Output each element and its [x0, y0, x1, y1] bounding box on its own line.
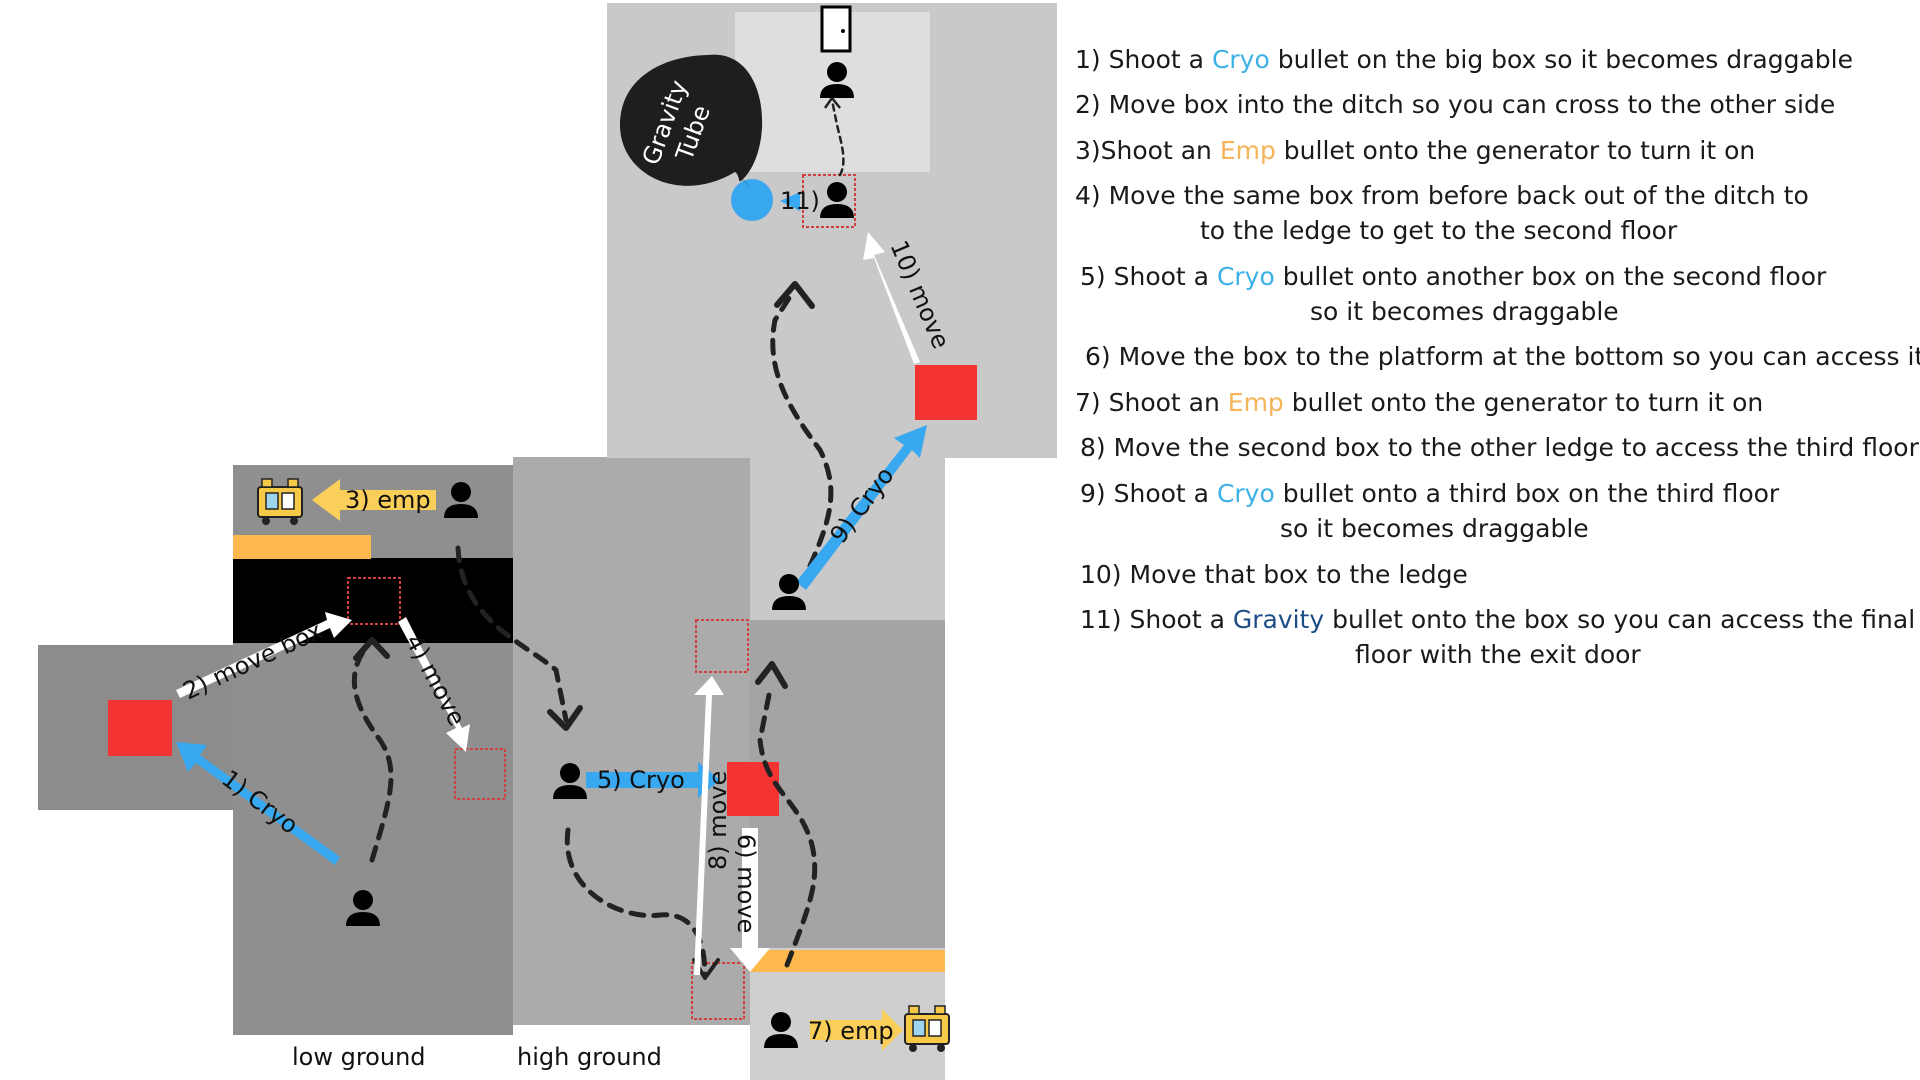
arrow-cryo-5: [586, 762, 720, 798]
placement-marker-second-box: [695, 619, 749, 673]
instruction-step: 1) Shoot a Cryo bullet on the big box so…: [1075, 42, 1853, 77]
arrow-label-8: 8) move: [704, 771, 732, 870]
instruction-step: 8) Move the second box to the other ledg…: [1080, 430, 1919, 465]
instruction-step: 3)Shoot an Emp bullet onto the generator…: [1075, 133, 1755, 168]
instruction-line: 10) Move that box to the ledge: [1080, 560, 1468, 589]
instruction-line: 11) Shoot a Gravity bullet onto the box …: [1080, 605, 1916, 634]
box-one: [108, 700, 172, 756]
ledge-first-floor: [233, 535, 371, 559]
instruction-step: 6) Move the box to the platform at the b…: [1085, 339, 1920, 374]
keyword-emp: Emp: [1219, 136, 1276, 165]
path-arrowhead-2: [547, 705, 583, 731]
instruction-step: 4) Move the same box from before back ou…: [1075, 178, 1809, 248]
arrow-emp-7: [810, 1009, 903, 1051]
placement-marker-top: [802, 174, 856, 228]
arrow-label-3: 3) emp: [345, 486, 431, 514]
keyword-cryo: Cryo: [1216, 479, 1275, 508]
floor-second-floor: [750, 618, 945, 948]
instruction-step: 11) Shoot a Gravity bullet onto the box …: [1080, 602, 1915, 672]
arrow-move-8: [694, 676, 724, 975]
instruction-line-continued: so it becomes draggable: [1310, 297, 1619, 326]
instruction-line-continued: to the ledge to get to the second floor: [1200, 216, 1678, 245]
instruction-step: 10) Move that box to the ledge: [1080, 557, 1468, 592]
arrow-move-10: [863, 232, 920, 364]
walk-path-2: [455, 545, 569, 723]
instruction-line: 4) Move the same box from before back ou…: [1075, 181, 1809, 210]
walk-path-1: [351, 637, 394, 863]
floor-third-floor-lower: [750, 455, 945, 620]
keyword-cryo: Cryo: [1216, 262, 1275, 291]
arrow-label-5: 5) Cryo: [597, 766, 685, 794]
arrow-move-6: [730, 828, 770, 972]
arrow-cryo-1: [176, 742, 340, 865]
instruction-line: 1) Shoot a Cryo bullet on the big box so…: [1075, 45, 1853, 74]
instruction-line: 2) Move box into the ditch so you can cr…: [1075, 90, 1836, 119]
ledge-second-floor: [750, 950, 945, 972]
instruction-line: 3)Shoot an Emp bullet onto the generator…: [1075, 136, 1756, 165]
instruction-step: 2) Move box into the ditch so you can cr…: [1075, 87, 1835, 122]
label-low-ground: low ground: [292, 1043, 426, 1071]
arrow-cryo-9: [796, 425, 927, 590]
arrow-label-11: 11): [780, 187, 820, 215]
arrow-move-4: [398, 617, 470, 752]
path-arrowhead-4: [755, 661, 788, 689]
path-arrowhead-1: [353, 637, 390, 661]
arrow-move-2: [176, 612, 352, 698]
instruction-line-continued: so it becomes draggable: [1280, 514, 1589, 543]
instruction-step: 5) Shoot a Cryo bullet onto another box …: [1080, 259, 1826, 329]
instruction-line-continued: floor with the exit door: [1355, 640, 1641, 669]
keyword-cryo: Cryo: [1211, 45, 1270, 74]
instruction-line: 5) Shoot a Cryo bullet onto another box …: [1080, 262, 1827, 291]
instruction-line: 9) Shoot a Cryo bullet onto a third box …: [1080, 479, 1780, 508]
instruction-line: 6) Move the box to the platform at the b…: [1085, 342, 1920, 371]
placement-marker-ledge: [454, 748, 506, 800]
box-three: [915, 365, 977, 420]
instruction-line: 7) Shoot an Emp bullet onto the generato…: [1075, 388, 1764, 417]
arrow-label-7: 7) emp: [808, 1017, 894, 1045]
arrow-label-6: 6) move: [732, 834, 760, 933]
path-arrowhead-6: [823, 95, 841, 109]
arrow-gravity-11: [780, 192, 800, 211]
instruction-step: 7) Shoot an Emp bullet onto the generato…: [1075, 385, 1763, 420]
keyword-gravity: Gravity: [1232, 605, 1325, 634]
box-two: [727, 762, 779, 816]
label-high-ground: high ground: [517, 1043, 662, 1071]
walk-path-4: [757, 687, 818, 968]
keyword-emp: Emp: [1227, 388, 1284, 417]
instruction-step: 9) Shoot a Cryo bullet onto a third box …: [1080, 476, 1779, 546]
walk-path-5: [770, 289, 834, 569]
placement-marker-ditch: [347, 577, 401, 625]
walk-path-6: [830, 98, 845, 177]
speech-bubble: Gravity Tube: [620, 54, 763, 190]
gravity-tube-icon: [731, 179, 773, 221]
floor-high-ground: [513, 457, 750, 1025]
ditch: [233, 558, 513, 643]
instruction-line: 8) Move the second box to the other ledg…: [1080, 433, 1919, 462]
arrow-emp-3: [312, 479, 436, 521]
path-arrowhead-5: [774, 281, 815, 309]
exit-door-icon: [820, 5, 852, 53]
